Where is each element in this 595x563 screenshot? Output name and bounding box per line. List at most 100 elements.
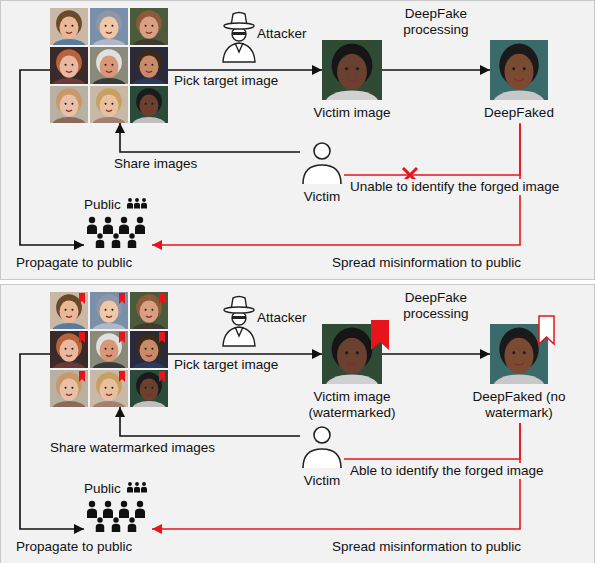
edge-label: Share images <box>112 156 199 172</box>
person-body <box>128 240 137 248</box>
victim-figure <box>303 427 341 468</box>
face-photo <box>130 86 168 123</box>
mouth <box>66 32 72 33</box>
edge-label-box: Unable to identify the forged image <box>348 179 561 195</box>
shirt <box>493 374 544 384</box>
mouth <box>146 394 152 395</box>
mouth <box>146 71 152 72</box>
caption: Public <box>84 197 121 213</box>
role-label: Attacker <box>257 310 307 326</box>
identify-line <box>344 423 520 459</box>
mouth <box>106 394 112 395</box>
shirt <box>493 90 544 100</box>
shirt <box>92 117 125 123</box>
person-body <box>135 509 145 519</box>
mouth <box>347 363 357 365</box>
victim-shoulders <box>303 165 341 184</box>
node-caption: Public <box>84 481 121 497</box>
eye <box>512 351 515 354</box>
deepfaked-image: DeepFaked <box>490 40 548 100</box>
person-head <box>105 501 111 507</box>
person-body <box>128 524 137 532</box>
attacker-icon <box>223 13 255 63</box>
face <box>140 301 159 323</box>
person-body <box>127 487 133 493</box>
person-head <box>97 517 102 522</box>
node-caption: Victim image <box>302 105 402 121</box>
eye <box>65 387 67 389</box>
person-head <box>128 482 132 486</box>
missing-watermark-bookmark <box>539 316 554 344</box>
victim-figure <box>303 143 341 184</box>
person-body <box>127 203 133 209</box>
face-photo <box>50 47 88 84</box>
shirt <box>132 362 165 368</box>
mouth <box>106 71 112 72</box>
victim-head <box>314 143 330 159</box>
mouth <box>347 79 357 81</box>
face-photo <box>90 86 128 123</box>
mouth <box>146 316 152 317</box>
shirt <box>92 362 125 368</box>
victim-head <box>314 427 330 443</box>
eye <box>345 351 348 354</box>
face-photo <box>130 8 168 45</box>
role-label-box: Attacker <box>257 310 307 326</box>
eye <box>151 348 153 350</box>
shirt <box>326 374 379 384</box>
identify-line <box>344 124 520 175</box>
attacker-body <box>223 43 255 62</box>
edge-label: Propagate to public <box>14 539 134 555</box>
face-photo <box>50 370 88 407</box>
watermark-bookmark <box>119 332 125 343</box>
person-body <box>119 225 129 235</box>
mouth <box>514 79 523 81</box>
person-body <box>103 509 113 519</box>
edge-label: DeepFake processing <box>396 290 476 321</box>
eye <box>71 309 73 311</box>
node-caption: DeepFaked (no watermark) <box>472 389 567 420</box>
shirt <box>92 401 125 407</box>
watermark-bookmark <box>371 320 389 350</box>
watermark-bookmark <box>159 371 165 382</box>
eye <box>65 64 67 66</box>
victim-shoulders <box>303 449 341 468</box>
face <box>100 56 119 78</box>
eye <box>111 103 113 105</box>
pick-arrow <box>168 69 322 71</box>
person-head <box>121 217 127 223</box>
person-body <box>141 203 147 209</box>
shirt <box>52 362 85 368</box>
eye <box>151 64 153 66</box>
face <box>505 54 534 90</box>
eye <box>111 348 113 350</box>
face-photo <box>130 331 168 368</box>
attacker-glasses <box>232 316 246 319</box>
eye <box>105 64 107 66</box>
edge-label: Pick target image <box>172 73 280 89</box>
eye <box>111 387 113 389</box>
image-grid <box>50 8 168 123</box>
node-caption: Victim <box>292 189 352 205</box>
shirt <box>132 78 165 84</box>
person-body <box>96 524 105 532</box>
person-head <box>97 233 102 238</box>
face <box>60 56 79 78</box>
mouth <box>146 355 152 356</box>
pick-arrow <box>168 353 322 355</box>
public-icon: Public <box>84 500 152 536</box>
edge-label: Unable to identify the forged image <box>348 179 561 195</box>
edge-label-box: Propagate to public <box>14 255 134 271</box>
attacker-body <box>223 327 255 346</box>
node-caption: Victim image (watermarked) <box>302 389 402 420</box>
eye <box>71 103 73 105</box>
attacker-collar <box>235 327 243 336</box>
person-head <box>142 198 146 202</box>
person-head <box>128 198 132 202</box>
person-body <box>141 487 147 493</box>
person-head <box>105 217 111 223</box>
eye <box>145 387 147 389</box>
eye <box>145 103 147 105</box>
